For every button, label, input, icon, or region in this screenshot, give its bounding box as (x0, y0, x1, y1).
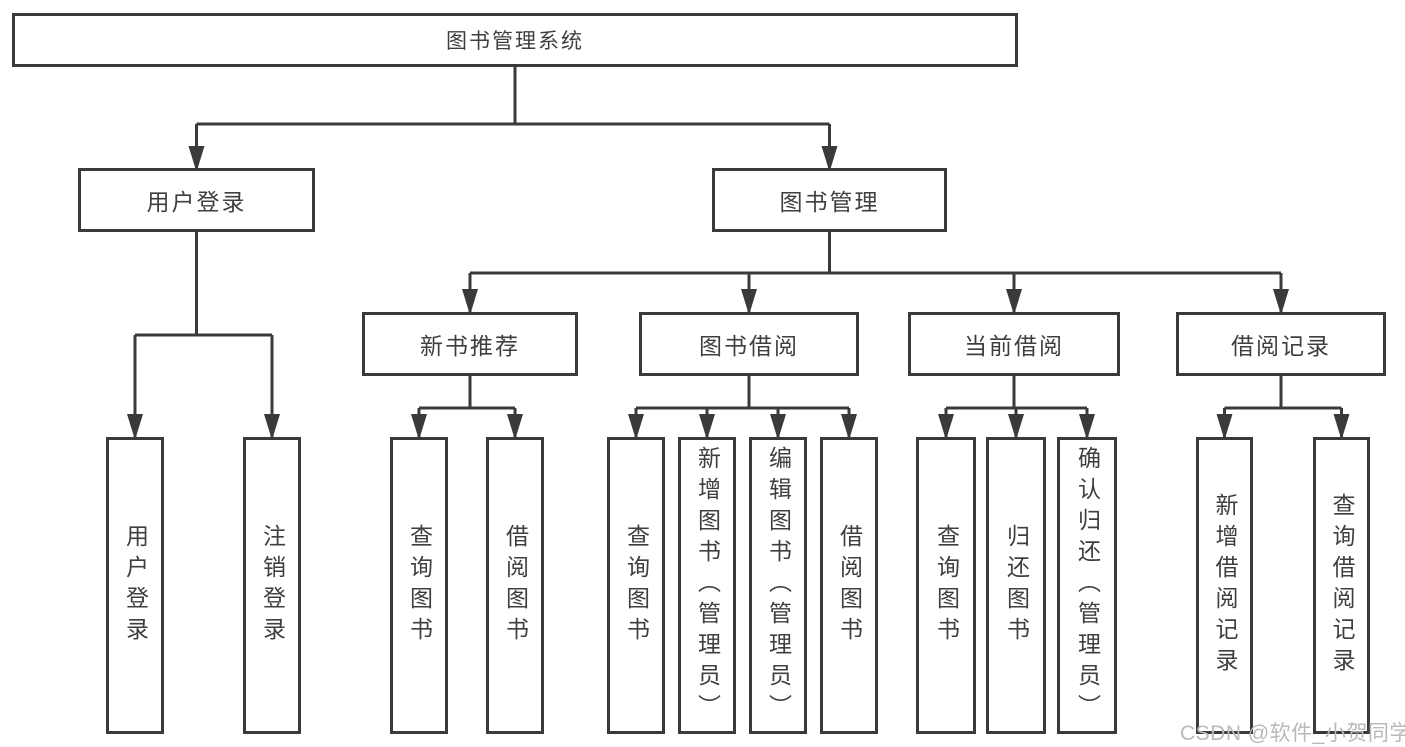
leaf-borrow-books: 借阅图书 (820, 437, 878, 734)
csdn-watermark: CSDN @软件_小贺同学 (1180, 722, 1405, 745)
leaf-user-login: 用户登录 (106, 437, 164, 734)
node-book-borrowing: 图书借阅 (639, 312, 859, 376)
leaf-edit-books-admin: 编辑图书（管理员） (749, 437, 807, 734)
leaf-borrow-books-recommend: 借阅图书 (486, 437, 544, 734)
node-book-management: 图书管理 (712, 168, 947, 232)
leaf-query-books-current: 查询图书 (916, 437, 976, 734)
node-borrowing-records: 借阅记录 (1176, 312, 1386, 376)
leaf-logout: 注销登录 (243, 437, 301, 734)
leaf-add-borrow-record: 新增借阅记录 (1196, 437, 1253, 734)
leaf-query-books-recommend: 查询图书 (390, 437, 448, 734)
leaf-return-books: 归还图书 (986, 437, 1046, 734)
arrowheads (127, 146, 1350, 440)
node-library-management-system: 图书管理系统 (12, 13, 1018, 67)
leaf-query-borrow-record: 查询借阅记录 (1313, 437, 1370, 734)
leaf-add-books-admin: 新增图书（管理员） (678, 437, 736, 734)
node-current-borrowing: 当前借阅 (908, 312, 1120, 376)
node-user-login: 用户登录 (78, 168, 315, 232)
node-new-book-recommendation: 新书推荐 (362, 312, 578, 376)
leaf-query-books-borrow: 查询图书 (607, 437, 665, 734)
leaf-confirm-return-admin: 确认归还（管理员） (1057, 437, 1117, 734)
